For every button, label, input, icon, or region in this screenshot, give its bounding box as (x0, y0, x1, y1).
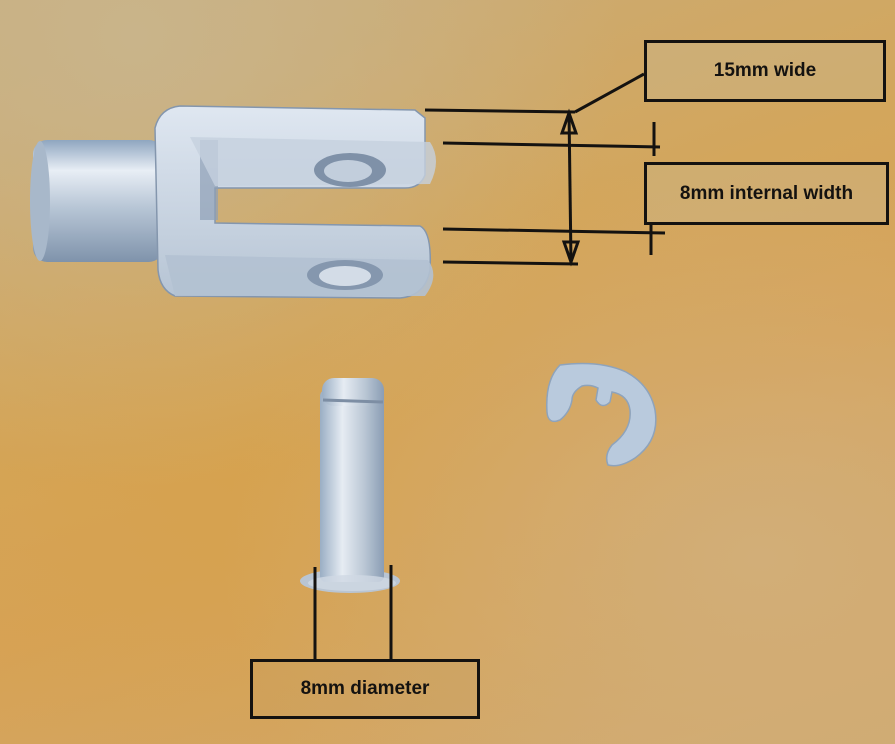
e-clip (546, 362, 657, 467)
arrow-up-icon (559, 108, 579, 135)
label-text: 15mm wide (713, 60, 817, 81)
label-15mm-wide: 15mm wide (644, 40, 886, 102)
arrow-down-icon (561, 240, 581, 267)
label-8mm-internal-width: 8mm internal width (644, 162, 889, 225)
clevis-pin (300, 378, 400, 593)
label-text: 8mm internal width (679, 182, 854, 204)
clevis-shank (33, 140, 163, 262)
label-text: 8mm diameter (300, 678, 430, 699)
dimension-lines (313, 72, 666, 662)
arrowheads (559, 108, 581, 267)
clevis-fork (30, 105, 436, 299)
label-8mm-diameter: 8mm diameter (250, 659, 480, 719)
